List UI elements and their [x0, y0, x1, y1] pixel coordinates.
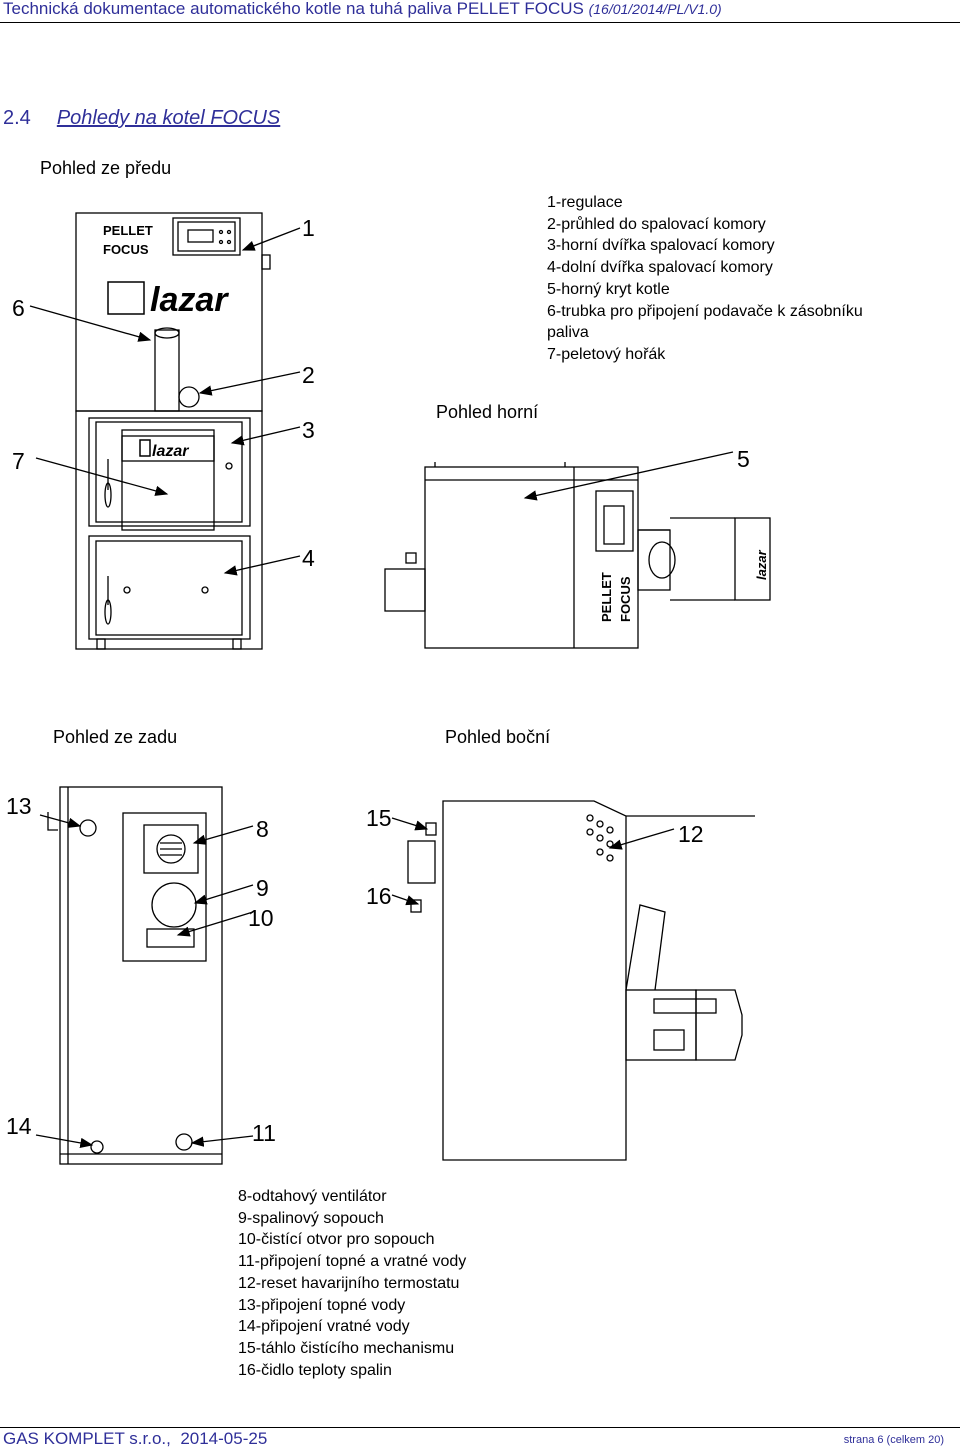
legend-item: 14-připojení vratné vody	[238, 1318, 410, 1336]
callout-9: 9	[256, 875, 269, 901]
callout-8: 8	[256, 816, 269, 842]
front-view-drawing	[75, 212, 271, 650]
side-view-drawing	[407, 800, 755, 1161]
front-view-title: Pohled ze předu	[40, 158, 172, 178]
legend-item: 10-čistící otvor pro sopouch	[238, 1231, 435, 1249]
front-door-brand-logo: lazar	[152, 443, 189, 460]
callout-1: 1	[302, 215, 315, 241]
top-view-title: Pohled horní	[436, 402, 539, 422]
legend-item: 5-horný kryt kotle	[547, 280, 670, 298]
callout-6: 6	[12, 295, 25, 321]
front-focus-label: FOCUS	[103, 242, 149, 257]
callout-2: 2	[302, 362, 315, 388]
callout-11: 11	[252, 1120, 276, 1146]
legend-item: 13-připojení topné vody	[238, 1296, 406, 1314]
legend-item: 2-průhled do spalovací komory	[547, 215, 766, 233]
legend-item: 1-regulace	[547, 194, 623, 211]
legend-item: 12-reset havarijního termostatu	[238, 1274, 460, 1292]
callout-12: 12	[678, 821, 704, 847]
legend-item: 4-dolní dvířka spalovací komory	[547, 259, 773, 277]
page-header: Technická dokumentace automatického kotl…	[0, 0, 960, 23]
section-number: 2.4	[3, 107, 31, 129]
callout-16: 16	[366, 883, 392, 909]
legend-top: 1-regulace 2-průhled do spalovací komory…	[547, 192, 863, 366]
front-logo-mark	[107, 281, 151, 457]
legend-item: 16-čidlo teploty spalin	[238, 1361, 392, 1379]
header-version: (16/01/2014/PL/V1.0)	[588, 1, 722, 17]
footer-left: GAS KOMPLET s.r.o., 2014-05-25	[3, 1429, 267, 1449]
callout-10: 10	[248, 905, 274, 931]
callout-5: 5	[737, 446, 750, 472]
top-focus-label: FOCUS	[618, 576, 633, 622]
callout-15: 15	[366, 805, 392, 831]
rear-view-title: Pohled ze zadu	[53, 727, 178, 747]
callout-arrows	[29, 227, 734, 1149]
callout-7: 7	[12, 448, 25, 474]
rear-view-drawing	[59, 786, 223, 1165]
top-brand-logo: lazar	[754, 549, 769, 580]
page-footer: GAS KOMPLET s.r.o., 2014-05-25 strana 6 …	[0, 1427, 960, 1452]
legend-item: 9-spalinový sopouch	[238, 1209, 384, 1227]
section-heading: 2.4 Pohledy na kotel FOCUS	[3, 107, 280, 130]
legend-item: 8-odtahový ventilátor	[238, 1188, 387, 1205]
footer-page-number: strana 6 (celkem 20)	[843, 1434, 944, 1446]
header-title-line: Technická dokumentace automatického kotl…	[3, 0, 722, 19]
header-title: Technická dokumentace automatického kotl…	[3, 0, 584, 18]
callout-4: 4	[302, 545, 315, 571]
legend-item: 6-trubka pro připojení podavače k zásobn…	[547, 302, 863, 320]
front-brand-logo: lazar	[150, 281, 229, 319]
side-view-title: Pohled boční	[445, 727, 551, 747]
callout-13: 13	[6, 793, 32, 819]
footer-company: GAS KOMPLET s.r.o.,	[3, 1429, 171, 1448]
legend-item: 15-táhlo čistícího mechanismu	[238, 1339, 455, 1357]
legend-item: 3-horní dvířka spalovací komory	[547, 237, 775, 255]
top-pellet-label: PELLET	[599, 572, 614, 622]
callout-3: 3	[302, 417, 315, 443]
legend-item: 11-připojení topné a vratné vody	[238, 1253, 467, 1271]
section-title: Pohledy na kotel FOCUS	[56, 107, 281, 129]
callout-14: 14	[6, 1113, 32, 1139]
legend-bottom: 8-odtahový ventilátor 9-spalinový sopouc…	[238, 1186, 466, 1381]
front-pellet-label: PELLET	[103, 223, 153, 238]
legend-item: 7-peletový hořák	[547, 345, 666, 363]
footer-date: 2014-05-25	[180, 1429, 268, 1448]
top-view-drawing	[384, 462, 771, 649]
legend-item: paliva	[547, 324, 589, 342]
